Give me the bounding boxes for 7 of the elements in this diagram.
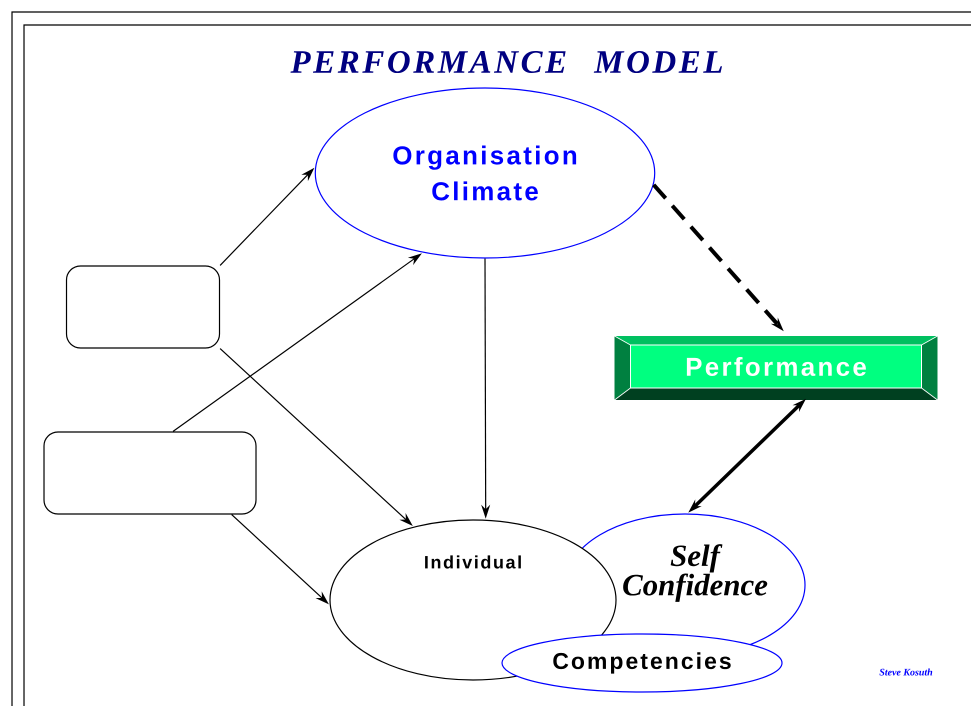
rounded-box (43, 431, 257, 515)
rounded-box (66, 265, 220, 349)
title: PERFORMANCE MODEL (290, 50, 722, 74)
ellipse-node: Competencies (501, 633, 783, 693)
ellipse-node: Organisation Climate (314, 87, 656, 259)
author-note: Steve Kosuth (879, 668, 932, 676)
beveled-box: Performance (614, 336, 938, 400)
